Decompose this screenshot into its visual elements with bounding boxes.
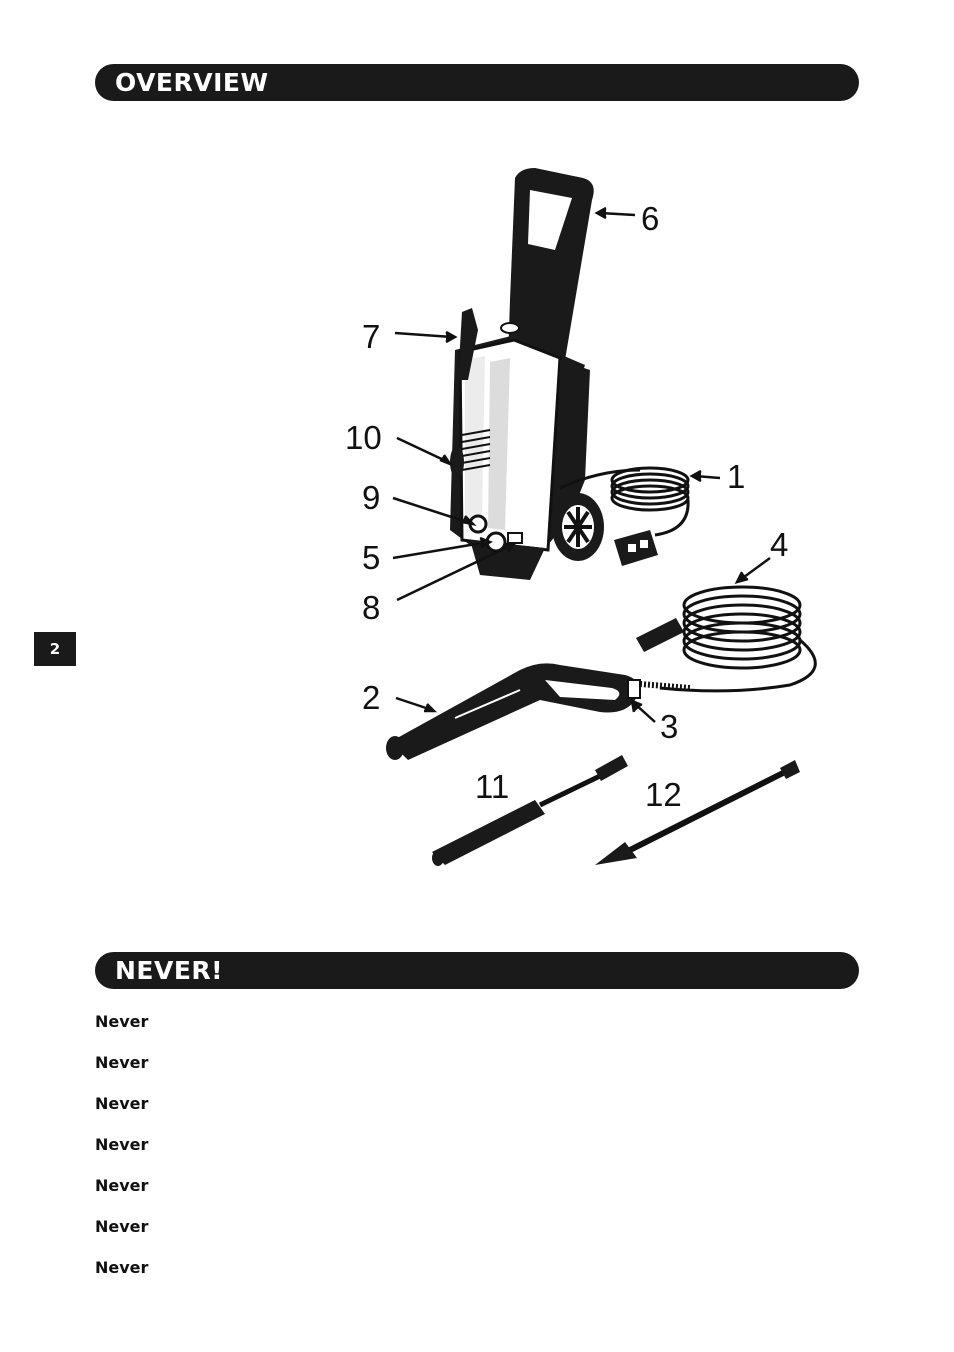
wheel (552, 493, 604, 561)
callout-4: 4 (770, 526, 788, 563)
hose-connector (636, 618, 684, 652)
never-item: Never (95, 1094, 149, 1113)
callout-11: 11 (475, 768, 509, 805)
never-item: Never (95, 1217, 149, 1236)
never-item: Never (95, 1135, 149, 1154)
never-list: Never Never Never Never Never Never Neve… (95, 1012, 148, 1299)
trigger-gun (386, 663, 691, 760)
page-number: 2 (49, 640, 61, 658)
power-plug (614, 530, 658, 566)
power-cord (559, 466, 690, 537)
handle-part (500, 168, 594, 360)
never-item: Never (95, 1176, 149, 1195)
pressure-washer-illustration: 1 2 3 4 5 6 7 8 9 10 11 12 (345, 168, 817, 866)
overview-heading-text: OVERVIEW (115, 68, 269, 97)
callout-2: 2 (362, 679, 380, 716)
lance-dirtblaster (595, 760, 800, 865)
page-number-tab: 2 (34, 632, 76, 666)
callout-12: 12 (645, 776, 682, 813)
never-item: Never (95, 1258, 149, 1277)
lance-vario (432, 755, 628, 866)
never-heading-text: NEVER! (115, 956, 224, 985)
callout-9: 9 (362, 479, 380, 516)
callout-8: 8 (362, 589, 380, 626)
overview-heading: OVERVIEW (95, 64, 859, 101)
leader-lines (392, 206, 771, 723)
never-item: Never (95, 1053, 149, 1072)
callout-1: 1 (727, 458, 745, 495)
high-pressure-hose (659, 585, 817, 693)
never-item: Never (95, 1012, 149, 1031)
callout-6: 6 (641, 200, 659, 237)
callout-10: 10 (345, 419, 382, 456)
callout-5: 5 (362, 539, 380, 576)
callout-3: 3 (660, 708, 678, 745)
never-heading: NEVER! (95, 952, 859, 989)
callout-7: 7 (362, 318, 380, 355)
